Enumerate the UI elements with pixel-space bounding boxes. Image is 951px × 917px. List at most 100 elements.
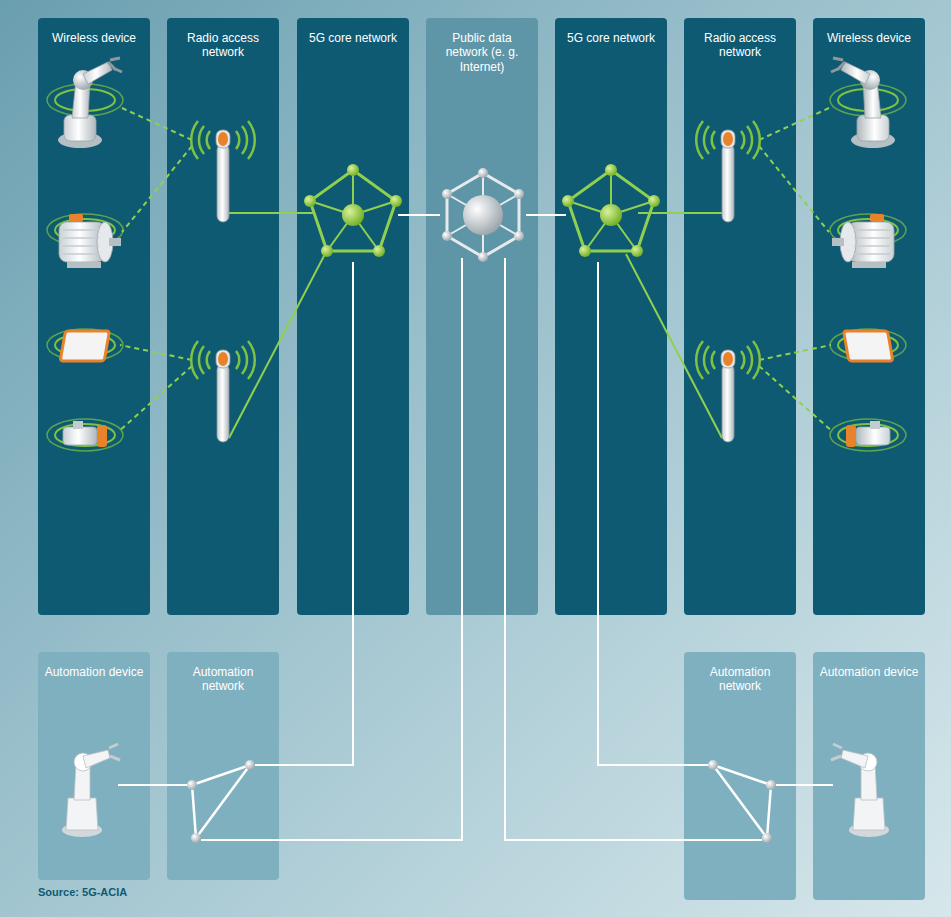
illustration-part bbox=[832, 214, 894, 268]
illustration-part bbox=[255, 262, 353, 765]
illustration-part bbox=[447, 173, 519, 257]
illustration-part bbox=[514, 189, 524, 199]
illustration-part bbox=[708, 760, 776, 843]
illustration-part bbox=[304, 195, 316, 207]
illustration-part bbox=[398, 214, 440, 216]
illustration-part bbox=[526, 214, 566, 216]
source-note: Source: 5G-ACIA bbox=[38, 886, 127, 898]
illustration-part bbox=[648, 195, 660, 207]
illustration-part bbox=[187, 780, 197, 790]
illustration-part bbox=[122, 108, 192, 140]
network-band: 5G core network bbox=[555, 18, 667, 615]
illustration-part bbox=[47, 419, 123, 451]
illustration-part bbox=[442, 189, 452, 199]
illustration-part bbox=[631, 245, 643, 257]
illustration-part bbox=[347, 164, 359, 176]
band-heading: Wireless device bbox=[38, 18, 150, 45]
band-heading: Automation network bbox=[167, 652, 279, 694]
illustration-part bbox=[696, 121, 760, 222]
band-heading: Radio access network bbox=[684, 18, 796, 60]
illustration-part bbox=[759, 366, 833, 432]
illustration-part bbox=[830, 329, 906, 361]
network-band: Automation device bbox=[38, 652, 150, 880]
illustration-part bbox=[579, 245, 591, 257]
network-band: Public data network (e. g. Internet) bbox=[426, 18, 538, 615]
illustration-part bbox=[191, 341, 255, 442]
core-hub-right bbox=[562, 164, 660, 257]
illustration-part bbox=[390, 195, 402, 207]
illustration-part bbox=[759, 108, 829, 140]
base-stations bbox=[191, 121, 760, 442]
automation-robot-right bbox=[831, 744, 889, 837]
band-heading: Radio access network bbox=[167, 18, 279, 60]
illustration-part bbox=[478, 168, 488, 178]
illustration-part bbox=[321, 245, 333, 257]
network-band: Radio access network bbox=[684, 18, 796, 615]
illustration-part bbox=[598, 262, 708, 765]
band-heading: Automation device bbox=[813, 652, 925, 679]
illustration-part bbox=[846, 421, 890, 447]
illustration-part bbox=[605, 164, 617, 176]
illustration-part bbox=[58, 58, 122, 148]
automation-robot-left bbox=[62, 744, 120, 837]
band-heading: Automation device bbox=[38, 652, 150, 679]
illustration-part bbox=[600, 204, 622, 226]
network-band: Radio access network bbox=[167, 18, 279, 615]
network-band: Automation network bbox=[684, 652, 796, 900]
illustration-part bbox=[118, 784, 188, 786]
illustration-part bbox=[831, 744, 889, 837]
illustration-part bbox=[442, 231, 452, 241]
illustration-part bbox=[63, 421, 107, 447]
illustration-part bbox=[708, 760, 718, 770]
illustration-part bbox=[201, 258, 462, 840]
illustration-part bbox=[47, 329, 123, 361]
illustration-part bbox=[514, 231, 524, 241]
illustration-part bbox=[568, 170, 654, 251]
illustration-part bbox=[229, 212, 313, 214]
illustration-part bbox=[568, 170, 654, 251]
illustration-part bbox=[562, 164, 660, 257]
internet-hub bbox=[442, 168, 524, 262]
illustration-part bbox=[759, 146, 829, 232]
automation-network-left bbox=[187, 760, 255, 843]
wireless-devices-left bbox=[47, 58, 123, 451]
illustration-part bbox=[478, 252, 488, 262]
illustration-part bbox=[759, 345, 831, 360]
illustration-part bbox=[59, 214, 121, 268]
illustration-part bbox=[245, 760, 255, 770]
illustration-part bbox=[118, 366, 192, 432]
illustration-part bbox=[696, 341, 760, 442]
illustration-part bbox=[310, 170, 396, 251]
illustration-part bbox=[191, 121, 255, 222]
network-band: Wireless device bbox=[38, 18, 150, 615]
illustration-part bbox=[505, 258, 762, 840]
illustration-part bbox=[342, 204, 364, 226]
core-links bbox=[118, 213, 833, 840]
illustration-part bbox=[310, 170, 396, 251]
illustration-part bbox=[463, 195, 503, 235]
illustration-part bbox=[442, 168, 524, 262]
band-heading: Wireless device bbox=[813, 18, 925, 45]
illustration-part bbox=[120, 345, 192, 360]
illustration-part bbox=[191, 833, 201, 843]
illustration-part bbox=[775, 784, 833, 786]
illustration-part bbox=[830, 419, 906, 451]
band-heading: 5G core network bbox=[555, 18, 667, 45]
illustration-part bbox=[192, 765, 250, 838]
band-heading: Public data network (e. g. Internet) bbox=[426, 18, 538, 74]
illustration-part bbox=[304, 164, 402, 257]
automation-network-right bbox=[708, 760, 776, 843]
illustration-part bbox=[373, 245, 385, 257]
core-hub-left bbox=[304, 164, 402, 257]
illustration-part bbox=[844, 331, 893, 361]
illustration-part bbox=[831, 58, 895, 148]
band-heading: 5G core network bbox=[297, 18, 409, 45]
illustration-part bbox=[122, 146, 192, 232]
wireless-devices-right bbox=[830, 58, 906, 451]
band-heading: Automation network bbox=[684, 652, 796, 694]
illustration-part bbox=[713, 765, 771, 838]
illustration-part bbox=[766, 780, 776, 790]
illustration-part bbox=[187, 760, 255, 843]
